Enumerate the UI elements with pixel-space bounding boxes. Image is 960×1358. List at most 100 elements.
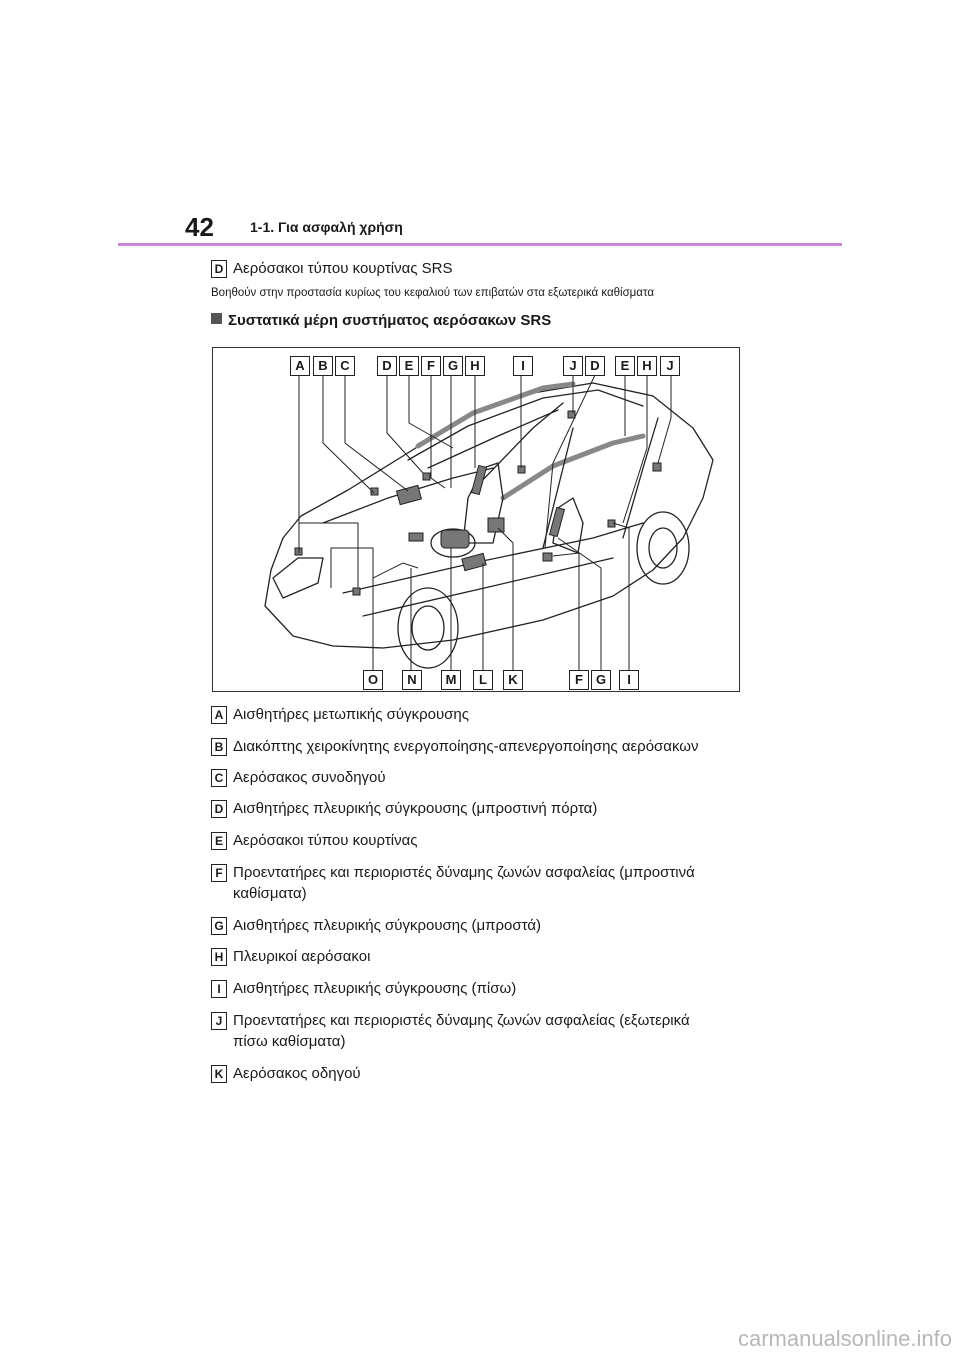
fig-label-bottom: M bbox=[441, 670, 461, 690]
watermark: carmanualsonline.info bbox=[737, 1326, 952, 1351]
grille bbox=[272, 557, 324, 599]
header-rule bbox=[118, 243, 842, 246]
rear-wheel bbox=[636, 511, 690, 585]
fig-label-bottom: N bbox=[402, 670, 422, 690]
badge: D bbox=[211, 260, 227, 278]
leader-J2 bbox=[657, 375, 672, 464]
sensor-3 bbox=[370, 487, 379, 496]
badge: A bbox=[211, 706, 227, 724]
sensor-5 bbox=[422, 472, 431, 481]
front-seat bbox=[462, 462, 504, 544]
airbag-diagram: A B C D E F G H I J D E H J O N M L K F … bbox=[212, 347, 740, 692]
fig-label-top: E bbox=[399, 356, 419, 376]
square-bullet-icon bbox=[211, 313, 222, 324]
badge: C bbox=[211, 769, 227, 787]
leader-H2 bbox=[622, 375, 648, 524]
car-illustration bbox=[264, 374, 714, 670]
leader-D2 bbox=[544, 374, 596, 549]
curtain-airbag-rear bbox=[500, 433, 646, 501]
legend-text: Πλευρικοί αερόσακοι bbox=[233, 948, 371, 965]
badge: B bbox=[211, 738, 227, 756]
legend-text: Προεντατήρες και περιοριστές δύναμης ζων… bbox=[233, 864, 695, 881]
legend-text: Αερόσακος οδηγού bbox=[233, 1065, 361, 1082]
badge: K bbox=[211, 1065, 227, 1083]
fig-label-top: G bbox=[443, 356, 463, 376]
wire-front bbox=[299, 522, 359, 588]
legend-text: Αισθητήρες πλευρικής σύγκρουσης (πίσω) bbox=[233, 980, 517, 997]
legend-text: Αισθητήρες μετωπικής σύγκρουσης bbox=[233, 706, 469, 723]
fig-label-top: J bbox=[660, 356, 680, 376]
airbag-module-passenger bbox=[395, 484, 423, 506]
wire-front-2 bbox=[330, 547, 374, 628]
badge: F bbox=[211, 864, 227, 882]
legend-text-line2: πίσω καθίσματα) bbox=[233, 1033, 346, 1050]
fig-label-top: C bbox=[335, 356, 355, 376]
badge: E bbox=[211, 832, 227, 850]
fig-label-bottom: O bbox=[363, 670, 383, 690]
steering-wheel bbox=[430, 528, 476, 558]
leader-B bbox=[322, 375, 375, 494]
a-pillar bbox=[472, 402, 564, 491]
fig-label-top: D bbox=[377, 356, 397, 376]
leader-K bbox=[497, 527, 514, 670]
fig-label-top: J bbox=[563, 356, 583, 376]
window-line bbox=[427, 409, 559, 469]
fig-label-top: E bbox=[615, 356, 635, 376]
intro-text: Βοηθούν στην προστασία κυρίως του κεφαλι… bbox=[211, 287, 654, 299]
fig-label-top: I bbox=[513, 356, 533, 376]
legend-text: Διακόπτης χειροκίνητης ενεργοποίησης-απε… bbox=[233, 738, 699, 755]
floor-line-2 bbox=[362, 557, 614, 617]
fig-label-top: B bbox=[313, 356, 333, 376]
floor-line bbox=[342, 522, 644, 594]
badge: H bbox=[211, 948, 227, 966]
fig-label-top: D bbox=[585, 356, 605, 376]
leader-F1 bbox=[430, 375, 446, 489]
fig-label-bottom: K bbox=[503, 670, 523, 690]
b-pillar bbox=[542, 427, 574, 549]
top-item-text: Αερόσακοι τύπου κουρτίνας SRS bbox=[233, 260, 453, 277]
rear-wheel-hub bbox=[648, 527, 678, 569]
sensor-9 bbox=[652, 462, 662, 472]
sensor-7 bbox=[567, 410, 576, 419]
badge: D bbox=[211, 800, 227, 818]
front-wheel-hub bbox=[411, 605, 445, 651]
legend-text: Αισθητήρες πλευρικής σύγκρουσης (μπροστι… bbox=[233, 800, 598, 817]
leader-E1 bbox=[408, 375, 454, 449]
sensor-4 bbox=[408, 532, 424, 542]
legend-text: Αισθητήρες πλευρικής σύγκρουσης (μπροστά… bbox=[233, 917, 542, 934]
front-wheel bbox=[397, 587, 459, 669]
fig-label-bottom: F bbox=[569, 670, 589, 690]
legend-text: Αερόσακος συνοδηγού bbox=[233, 769, 386, 786]
curtain-airbag-front bbox=[415, 381, 576, 449]
side-airbag-rear bbox=[548, 506, 566, 538]
ecu-module bbox=[461, 552, 487, 572]
fig-label-bottom: L bbox=[473, 670, 493, 690]
legend-text: Προεντατήρες και περιοριστές δύναμης ζων… bbox=[233, 1012, 690, 1029]
subheading: Συστατικά μέρη συστήματος αερόσακων SRS bbox=[211, 312, 551, 329]
badge: J bbox=[211, 1012, 227, 1030]
badge: G bbox=[211, 917, 227, 935]
fig-label-bottom: I bbox=[619, 670, 639, 690]
fig-label-top: H bbox=[465, 356, 485, 376]
subheading-text: Συστατικά μέρη συστήματος αερόσακων SRS bbox=[228, 312, 552, 329]
badge: I bbox=[211, 980, 227, 998]
c-pillar bbox=[622, 417, 659, 539]
legend-text: Αερόσακοι τύπου κουρτίνας bbox=[233, 832, 418, 849]
fig-label-top: A bbox=[290, 356, 310, 376]
fig-label-top: F bbox=[421, 356, 441, 376]
sensor-10 bbox=[542, 552, 553, 562]
airbag-module-driver bbox=[440, 529, 470, 549]
side-airbag-front bbox=[470, 464, 488, 496]
car-body bbox=[264, 382, 714, 649]
leader-D1 bbox=[386, 375, 424, 474]
leader-I2 bbox=[612, 522, 630, 670]
legend-text-line2: καθίσματα) bbox=[233, 885, 307, 902]
fig-label-top: H bbox=[637, 356, 657, 376]
leader-C bbox=[344, 375, 409, 492]
sensor-11 bbox=[487, 517, 505, 533]
page-number: 42 bbox=[185, 212, 214, 242]
dashboard bbox=[322, 467, 494, 524]
fig-label-bottom: G bbox=[591, 670, 611, 690]
sensor-2 bbox=[352, 587, 361, 596]
section-title: 1-1. Για ασφαλή χρήση bbox=[250, 219, 403, 235]
